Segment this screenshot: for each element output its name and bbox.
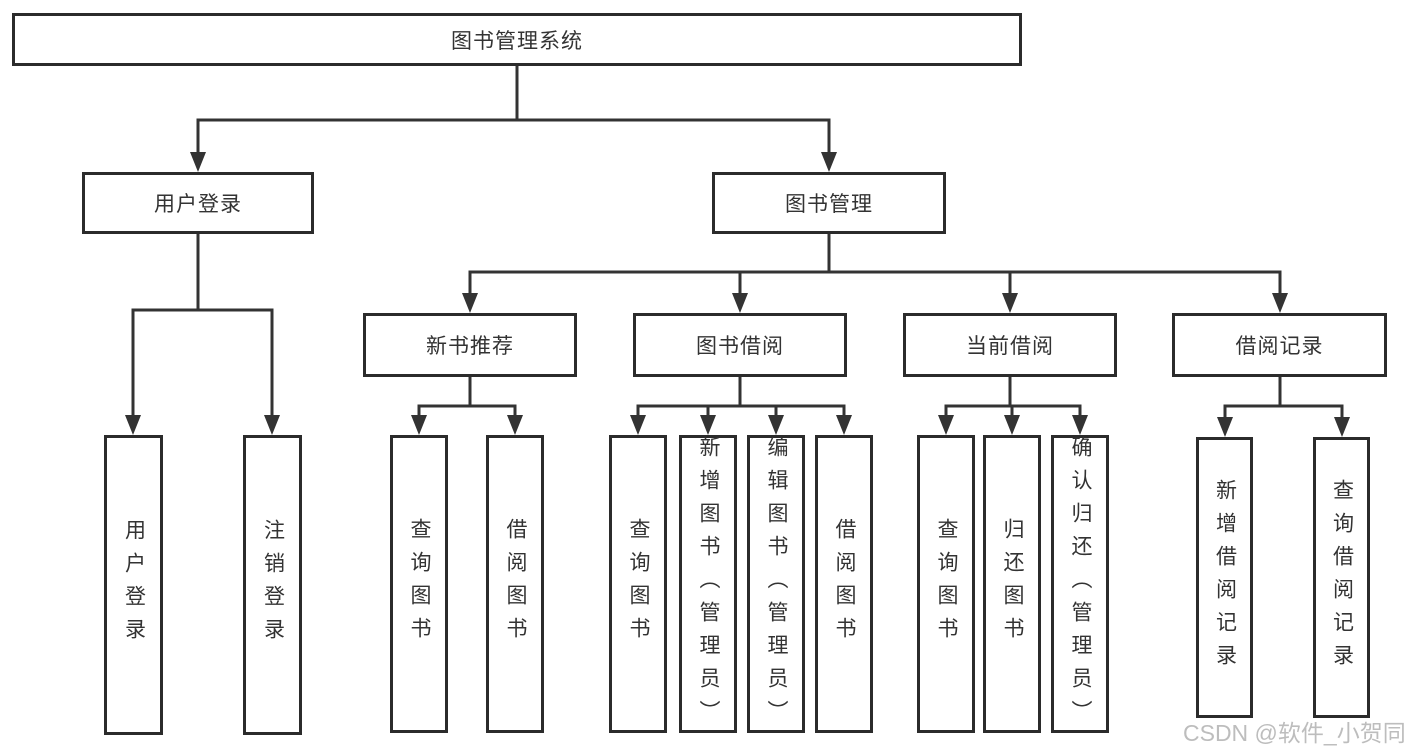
node-label: 编辑图书（管理员） (765, 435, 788, 733)
node-label: 图书管理 (785, 193, 873, 216)
node-leaf-query-books: 查询图书 (917, 435, 975, 733)
node-label: 查询图书 (627, 518, 650, 650)
node-label: 查询图书 (408, 518, 431, 650)
node-leaf-borrow-books: 借阅图书 (815, 435, 873, 733)
node-label: 查询借阅记录 (1330, 478, 1354, 677)
node-label: 借阅图书 (833, 518, 856, 650)
node-leaf-logout: 注销登录 (243, 435, 302, 735)
node-label: 确认归还（管理员） (1069, 435, 1092, 733)
node-label: 注销登录 (261, 519, 285, 651)
node-leaf-add-borrow-record: 新增借阅记录 (1196, 437, 1253, 718)
node-book-borrowing: 图书借阅 (633, 313, 847, 377)
node-label: 图书借阅 (696, 335, 784, 358)
node-user-login: 用户登录 (82, 172, 314, 234)
node-book-management: 图书管理 (712, 172, 946, 234)
node-new-book-recommendation: 新书推荐 (363, 313, 577, 377)
node-leaf-borrow-books: 借阅图书 (486, 435, 544, 733)
node-label: 当前借阅 (966, 335, 1054, 358)
node-current-borrowing: 当前借阅 (903, 313, 1117, 377)
node-label: 新增借阅记录 (1213, 478, 1237, 677)
node-label: 借阅图书 (504, 518, 527, 650)
node-leaf-confirm-return-admin: 确认归还（管理员） (1051, 435, 1109, 733)
node-leaf-query-borrow-record: 查询借阅记录 (1313, 437, 1370, 718)
node-label: 图书管理系统 (451, 29, 583, 53)
node-leaf-query-books: 查询图书 (390, 435, 448, 733)
node-label: 查询图书 (935, 518, 958, 650)
node-leaf-add-books-admin: 新增图书（管理员） (679, 435, 737, 733)
node-leaf-user-login: 用户登录 (104, 435, 163, 735)
node-borrowing-records: 借阅记录 (1172, 313, 1387, 377)
node-leaf-query-books: 查询图书 (609, 435, 667, 733)
csdn-watermark: CSDN @软件_小贺同学 (1183, 720, 1405, 746)
node-label: 借阅记录 (1235, 335, 1324, 358)
node-leaf-return-books: 归还图书 (983, 435, 1041, 733)
node-label: 用户登录 (122, 519, 146, 651)
node-library-management-system: 图书管理系统 (12, 13, 1022, 66)
node-label: 新书推荐 (426, 335, 514, 358)
node-label: 用户登录 (154, 193, 242, 216)
node-label: 归还图书 (1001, 518, 1024, 650)
node-label: 新增图书（管理员） (697, 435, 720, 733)
node-leaf-edit-books-admin: 编辑图书（管理员） (747, 435, 805, 733)
